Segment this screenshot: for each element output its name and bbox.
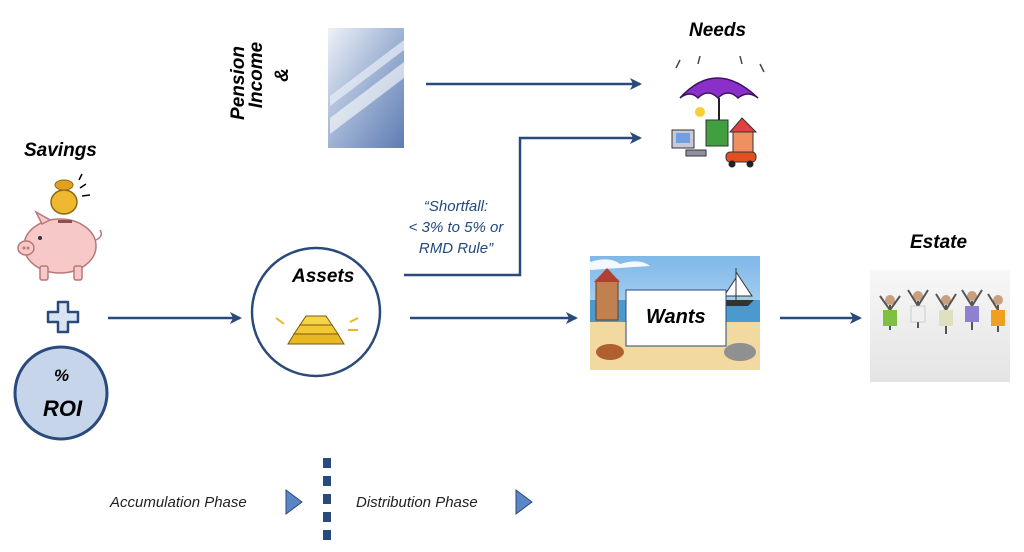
estate-label: Estate xyxy=(910,232,968,253)
accumulation-arrow-icon xyxy=(285,489,303,515)
roi-percent: % xyxy=(54,366,70,385)
social-security-card-image xyxy=(328,28,404,148)
roi-circle xyxy=(13,345,109,441)
assets-label: Assets xyxy=(292,266,355,287)
shortfall-line-1: “Shortfall: xyxy=(423,198,489,215)
income-label: Income xyxy=(246,41,267,109)
distribution-arrow-icon xyxy=(515,489,533,515)
needs-label: Needs xyxy=(689,20,747,41)
plus-icon xyxy=(46,300,80,334)
distribution-phase-label: Distribution Phase xyxy=(356,494,478,511)
beach-scene-image xyxy=(590,256,760,370)
coin-icon xyxy=(50,173,91,215)
piggy-bank-icon xyxy=(17,210,103,281)
assets-circle xyxy=(250,246,382,378)
shortfall-text: “Shortfall: < 3% to 5% or RMD Rule” xyxy=(386,196,526,259)
shortfall-line-3: RMD Rule” xyxy=(418,240,494,257)
umbrella-house-icon xyxy=(671,55,765,168)
accumulation-phase-label: Accumulation Phase xyxy=(110,494,247,511)
roi-label: ROI xyxy=(43,396,83,421)
phase-divider xyxy=(323,458,331,540)
shortfall-line-2: < 3% to 5% or xyxy=(408,219,504,236)
savings-label: Savings xyxy=(24,140,97,161)
gold-bars-icon xyxy=(275,315,359,345)
wants-label: Wants xyxy=(646,306,706,328)
family-photo-image xyxy=(870,270,1010,382)
ampersand-label: & xyxy=(272,68,293,82)
